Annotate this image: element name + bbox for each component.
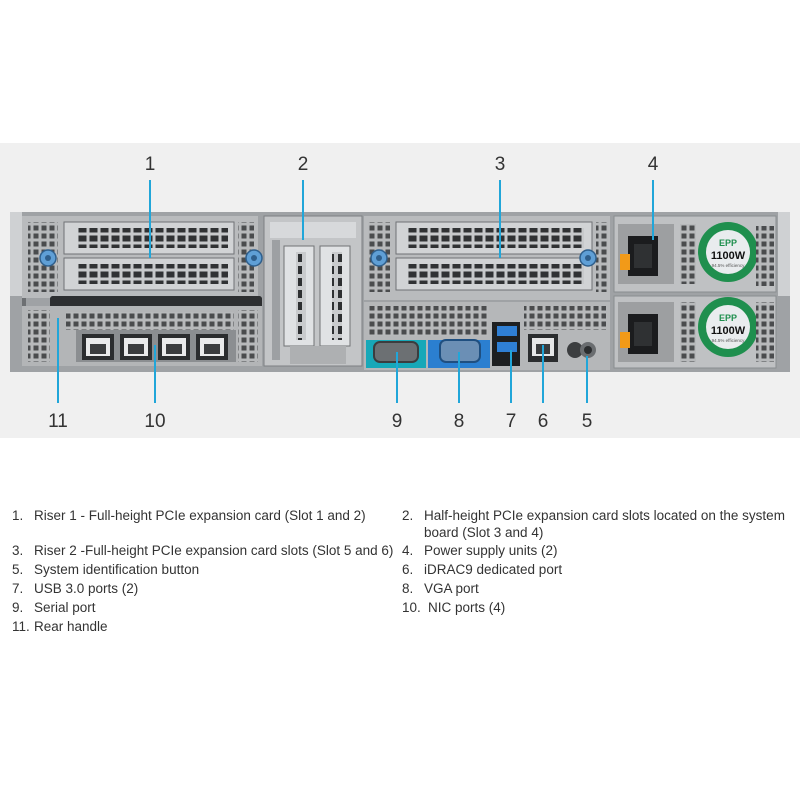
legend-text: System identification button xyxy=(34,562,200,577)
legend-number: 3. xyxy=(12,543,24,558)
legend-number: 1. xyxy=(12,508,24,523)
legend-text: Serial port xyxy=(34,600,96,615)
legend-number: 11. xyxy=(12,619,30,634)
psu1-wattage: 1100W xyxy=(711,250,746,262)
callout-number: 8 xyxy=(454,411,465,432)
legend-text: Riser 2 -Full-height PCIe expansion card… xyxy=(34,543,394,558)
callout-number: 6 xyxy=(538,411,549,432)
power-supply-2 xyxy=(613,295,777,369)
legend-text: Power supply units (2) xyxy=(424,543,558,558)
callout-number: 7 xyxy=(506,411,517,432)
riser-1 xyxy=(22,216,263,298)
riser-2 xyxy=(364,216,610,300)
right-ear xyxy=(778,212,790,296)
legend-text: USB 3.0 ports (2) xyxy=(34,581,139,596)
nic-port-icon xyxy=(120,334,152,360)
nic-port-icon xyxy=(196,334,228,360)
callout-number: 9 xyxy=(392,411,403,432)
psu1-badge: EPP xyxy=(719,238,737,248)
usb-port-icon xyxy=(497,326,517,336)
half-height-slots xyxy=(263,215,363,367)
power-supply-1 xyxy=(613,215,777,293)
legend-number: 6. xyxy=(402,562,414,577)
legend-text: iDRAC9 dedicated port xyxy=(424,562,563,577)
io-panel xyxy=(364,302,610,370)
legend-text: Half-height PCIe expansion card slots lo… xyxy=(424,508,785,540)
legend-number: 2. xyxy=(402,508,414,523)
callout-number: 2 xyxy=(298,154,309,175)
nic-port-icon xyxy=(158,334,190,360)
legend-number: 4. xyxy=(402,543,414,558)
nic-port-icon xyxy=(82,334,114,360)
legend-text: NIC ports (4) xyxy=(428,600,506,615)
callout-number: 11 xyxy=(48,411,68,432)
callout-number: 5 xyxy=(582,411,593,432)
psu2-wattage: 1100W xyxy=(711,325,746,337)
legend-number: 5. xyxy=(12,562,24,577)
usb-port-icon xyxy=(497,342,517,352)
legend-number: 10. xyxy=(402,600,421,615)
system-id-button-icon xyxy=(567,342,583,358)
legend-number: 9. xyxy=(12,600,24,615)
legend-text: VGA port xyxy=(424,581,479,596)
psu2-badge: EPP xyxy=(719,313,737,323)
psu1-efficiency: 94.5% efficiency xyxy=(712,263,745,268)
legend-text: Riser 1 - Full-height PCIe expansion car… xyxy=(34,508,366,523)
callout-number: 10 xyxy=(144,411,165,432)
psu-led-icon xyxy=(620,332,630,348)
legend-number: 7. xyxy=(12,581,24,596)
callout-number: 4 xyxy=(648,154,659,175)
left-ear xyxy=(10,212,22,296)
legend-text: Rear handle xyxy=(34,619,108,634)
psu2-efficiency: 94.5% efficiency xyxy=(712,338,745,343)
callout-number: 1 xyxy=(145,154,156,175)
legend-number: 8. xyxy=(402,581,414,596)
callout-number: 3 xyxy=(495,154,506,175)
callout-lines xyxy=(57,180,654,403)
psu-led-icon xyxy=(620,254,630,270)
